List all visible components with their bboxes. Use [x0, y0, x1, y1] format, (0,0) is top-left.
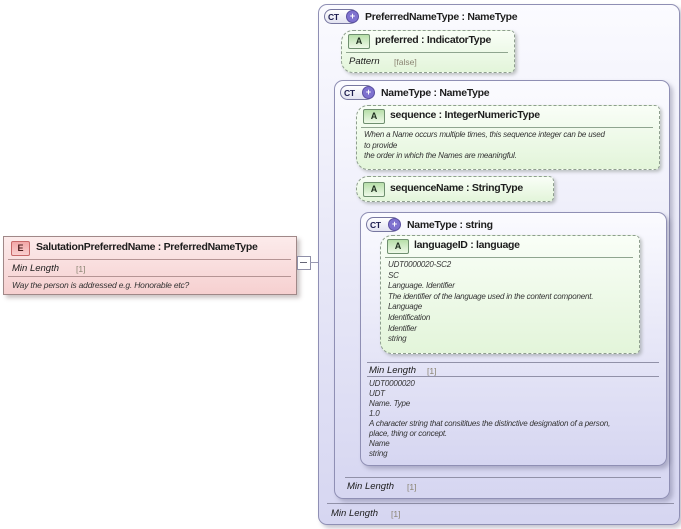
attribute-icon: A — [363, 182, 385, 197]
divider — [8, 276, 291, 277]
divider — [367, 376, 659, 377]
minus-icon — [300, 262, 307, 263]
attribute-icon: A — [348, 34, 370, 49]
complextype-nametype-nametype-title: NameType : NameType — [381, 86, 490, 99]
attribute-icon: A — [387, 239, 409, 254]
complextype-preferrednametype-title: PreferredNameType : NameType — [365, 10, 518, 23]
element-salutationpreferredname-box[interactable]: E SalutationPreferredName : PreferredNam… — [3, 236, 297, 295]
attr-preferred-box[interactable]: A preferred : IndicatorType Pattern [fal… — [341, 30, 515, 73]
divider — [8, 259, 291, 260]
expand-plus-icon[interactable]: + — [388, 218, 401, 231]
attr-sequence-title: sequence : IntegerNumericType — [390, 109, 540, 121]
pattern-facet-value: [false] — [394, 57, 417, 67]
divider — [345, 477, 661, 478]
attr-languageid-annotation: UDT0000020-SC2 SC Language. Identifier T… — [388, 260, 594, 344]
string-minlength-facet-value: [1] — [427, 366, 437, 376]
element-title: SalutationPreferredName : PreferredNameT… — [36, 241, 258, 253]
divider — [385, 257, 633, 258]
pattern-facet-label: Pattern — [349, 56, 380, 67]
outer-minlength-facet-value: [1] — [391, 509, 401, 519]
attr-sequencename-box[interactable]: A sequenceName : StringType — [356, 176, 554, 202]
element-minlength-facet-value: [1] — [76, 264, 86, 274]
attr-sequencename-title: sequenceName : StringType — [390, 182, 523, 194]
expand-plus-icon[interactable]: + — [362, 86, 375, 99]
complextype-nametype-string-title: NameType : string — [407, 218, 493, 231]
element-minlength-facet-label: Min Length — [12, 263, 60, 274]
string-minlength-facet-label: Min Length — [369, 365, 417, 376]
complextype-icon: CT + — [340, 85, 375, 100]
complextype-icon: CT + — [366, 217, 401, 232]
collapse-toggle[interactable] — [297, 256, 311, 270]
attr-sequence-box[interactable]: A sequence : IntegerNumericType When a N… — [356, 105, 660, 170]
inner-minlength-facet-value: [1] — [407, 482, 417, 492]
divider — [346, 52, 508, 53]
expand-plus-icon[interactable]: + — [346, 10, 359, 23]
attr-sequence-annotation: When a Name occurs multiple times, this … — [364, 130, 605, 161]
attr-preferred-title: preferred : IndicatorType — [375, 34, 491, 46]
inner-minlength-facet-label: Min Length — [347, 481, 395, 492]
attr-languageid-box[interactable]: A languageID : language UDT0000020-SC2 S… — [380, 235, 640, 354]
divider — [327, 503, 674, 504]
attr-languageid-title: languageID : language — [414, 239, 520, 251]
element-icon: E — [11, 241, 30, 256]
complextype-icon: CT + — [324, 9, 359, 24]
divider — [361, 127, 653, 128]
element-annotation: Way the person is addressed e.g. Honorab… — [12, 280, 190, 290]
divider — [367, 362, 659, 363]
attribute-icon: A — [363, 109, 385, 124]
outer-minlength-facet-label: Min Length — [331, 508, 379, 519]
string-minlength-facet-annotation: UDT0000020 UDT Name. Type 1.0 A characte… — [369, 379, 611, 458]
